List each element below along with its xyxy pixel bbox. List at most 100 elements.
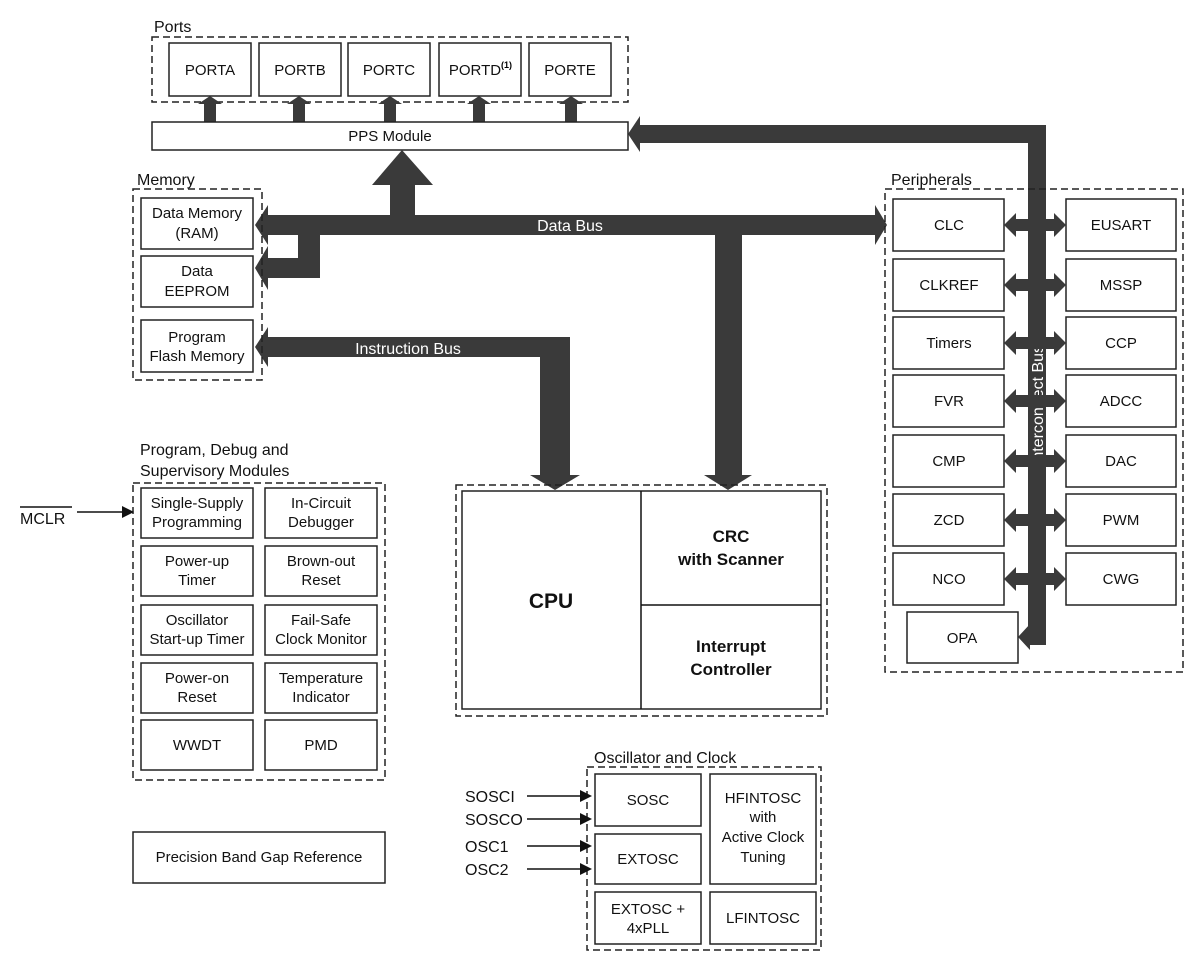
- oscillator-group: [586, 766, 822, 951]
- crc-label: CRC: [713, 527, 750, 546]
- debug-module-label: Power-up: [165, 553, 229, 570]
- peripheral-box: [1065, 258, 1177, 312]
- peripheral-label: ZCD: [934, 512, 965, 529]
- data-memory-box: [140, 197, 254, 250]
- extosc-box: [594, 833, 702, 885]
- interconnect-arrow: [1004, 389, 1066, 413]
- eeprom-box: [140, 255, 254, 308]
- portb-box: [258, 42, 342, 97]
- hfintosc-label: HFINTOSC: [725, 790, 802, 807]
- peripheral-box: [1065, 316, 1177, 370]
- debug-module-label: Start-up Timer: [149, 631, 244, 648]
- peripheral-box: [892, 374, 1005, 428]
- eeprom-label: Data: [181, 263, 213, 280]
- peripheral-label: CMP: [932, 453, 965, 470]
- portd-box: [438, 42, 522, 97]
- debug-module-box: [264, 719, 378, 771]
- arrowhead-icon: [580, 863, 592, 875]
- hfintosc-label: Active Clock: [722, 829, 805, 846]
- debug-module-label: Power-on: [165, 670, 229, 687]
- portc-box: [347, 42, 431, 97]
- peripheral-label: CWG: [1103, 571, 1140, 588]
- debug-module-label: Reset: [177, 689, 217, 706]
- peripheral-box: [1065, 493, 1177, 547]
- mclr-label: MCLR: [20, 511, 65, 528]
- peripheral-label: CLC: [934, 217, 964, 234]
- debug-module-box: [264, 604, 378, 656]
- debug-group: [132, 482, 386, 781]
- hfintosc-label: with: [749, 809, 777, 826]
- debug-module-label: Programming: [152, 514, 242, 531]
- peripheral-box: [892, 493, 1005, 547]
- debug-boxes: Single-SupplyProgrammingIn-CircuitDebugg…: [140, 487, 378, 771]
- portd-footnote: (1): [501, 60, 512, 70]
- portc-label: PORTC: [363, 62, 415, 79]
- extosc-pll-label: EXTOSC +: [611, 901, 686, 918]
- flash-label: Flash Memory: [149, 348, 245, 365]
- flash-box: [140, 319, 254, 373]
- peripheral-label: Timers: [926, 335, 971, 352]
- lfintosc-box: [709, 891, 817, 945]
- debug-title: Supervisory Modules: [140, 463, 289, 480]
- porte-box: [528, 42, 612, 97]
- debug-module-label: In-Circuit: [291, 495, 352, 512]
- oscillator-input-label: SOSCO: [465, 812, 523, 829]
- porte-label: PORTE: [544, 62, 595, 79]
- sosc-label: SOSC: [627, 792, 670, 809]
- debug-module-label: Clock Monitor: [275, 631, 367, 648]
- debug-module-label: Indicator: [292, 689, 350, 706]
- peripheral-box: [892, 198, 1005, 252]
- ports-title: Ports: [154, 19, 191, 36]
- lfintosc-label: LFINTOSC: [726, 910, 800, 927]
- pps-label: PPS Module: [348, 128, 431, 145]
- debug-module-box: [140, 545, 254, 597]
- hfintosc-label: Tuning: [740, 849, 785, 866]
- debug-module-box: [264, 545, 378, 597]
- peripheral-label: PWM: [1103, 512, 1140, 529]
- opa-label: OPA: [947, 630, 978, 647]
- debug-module-box: [140, 487, 254, 539]
- instruction-bus-label: Instruction Bus: [355, 341, 461, 358]
- portb-label: PORTB: [274, 62, 325, 79]
- debug-module-label: PMD: [304, 737, 338, 754]
- extosc-label: EXTOSC: [617, 851, 679, 868]
- peripheral-label: FVR: [934, 393, 964, 410]
- peripheral-label: NCO: [932, 571, 965, 588]
- hfintosc-box: [709, 773, 817, 885]
- peripheral-label: EUSART: [1091, 217, 1152, 234]
- data-memory-label: Data Memory: [152, 205, 243, 222]
- debug-module-label: Brown-out: [287, 553, 356, 570]
- oscillator-title: Oscillator and Clock: [594, 750, 737, 767]
- debug-module-label: Debugger: [288, 514, 354, 531]
- data-bus: [255, 150, 887, 490]
- peripheral-box: [1065, 434, 1177, 488]
- peripheral-box: [1065, 552, 1177, 606]
- data-bus-label: Data Bus: [537, 218, 603, 235]
- crc-label: with Scanner: [677, 550, 784, 569]
- bandgap-box: [132, 831, 386, 884]
- arrowhead-icon: [580, 813, 592, 825]
- sosc-box: [594, 773, 702, 827]
- debug-title: Program, Debug and: [140, 442, 289, 459]
- cpu-label: CPU: [529, 590, 573, 613]
- peripheral-label: MSSP: [1100, 277, 1143, 294]
- port-boxes: PORTA PORTB PORTC PORTD (1) PORTE: [168, 42, 612, 97]
- interconnect-arrow: [1004, 331, 1066, 355]
- instruction-bus: [255, 327, 580, 490]
- memory-title: Memory: [137, 172, 195, 189]
- debug-module-box: [140, 719, 254, 771]
- eeprom-label: EEPROM: [164, 283, 229, 300]
- debug-module-label: Temperature: [279, 670, 363, 687]
- debug-module-label: WWDT: [173, 737, 221, 754]
- debug-module-label: Reset: [301, 572, 341, 589]
- peripheral-box: [892, 552, 1005, 606]
- peripherals-title: Peripherals: [891, 172, 972, 189]
- peripheral-label: ADCC: [1100, 393, 1143, 410]
- ports-group: [151, 36, 629, 103]
- debug-module-box: [140, 604, 254, 656]
- portd-label: PORTD: [449, 62, 501, 79]
- flash-label: Program: [168, 329, 226, 346]
